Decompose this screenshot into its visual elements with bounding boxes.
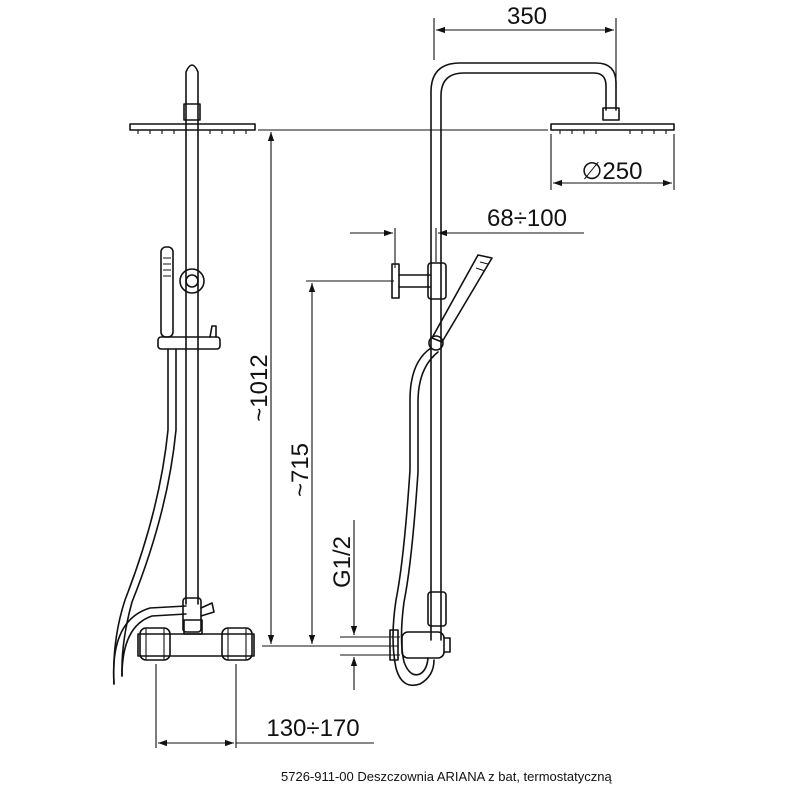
front-hose-elbow <box>112 605 187 685</box>
dim-250-label: ∅250 <box>582 158 643 185</box>
front-holder-knob <box>209 325 217 338</box>
dim-350-label: 350 <box>507 3 547 30</box>
front-diverter-knob <box>200 602 215 617</box>
dim-1012-label: ~1012 <box>246 354 273 421</box>
side-hand-shower <box>431 254 493 343</box>
front-mixer-handle-right <box>221 627 253 661</box>
side-hand-shower-lines <box>475 261 489 272</box>
front-mixer-handle-left <box>139 627 171 661</box>
side-mixer-wall-plate <box>389 629 399 661</box>
side-hose <box>392 347 439 687</box>
front-slider-ring <box>179 268 205 294</box>
dim-1012-extension-lines <box>258 129 548 647</box>
front-rain-head <box>129 123 256 131</box>
side-rain-head-nozzles <box>559 130 667 134</box>
dim-68-100-label: 68÷100 <box>487 205 567 232</box>
dim-130-170-extension-lines <box>155 664 237 748</box>
side-head-connector <box>602 107 620 121</box>
side-view <box>389 62 675 687</box>
front-holder-bar <box>157 336 221 350</box>
side-holder <box>428 335 444 351</box>
dim-68-100-extension-lines <box>394 228 437 268</box>
front-mixer-body <box>137 633 255 657</box>
side-rain-head <box>550 123 675 131</box>
front-rain-head-nozzles <box>137 130 247 134</box>
front-mixer-outlet <box>183 619 203 635</box>
front-head-connector <box>183 103 201 121</box>
dimensions: 350 ∅250 68÷100 ~1012 ~715 G1/2 130÷170 <box>155 3 675 748</box>
front-mixer-handle-grooves <box>145 628 247 660</box>
dim-g12-label: G1/2 <box>329 536 356 588</box>
side-mixer-stub <box>443 637 451 653</box>
dim-350-extension-lines <box>433 18 617 88</box>
dim-250-extension-lines <box>550 134 675 190</box>
front-hand-shower <box>160 246 174 338</box>
dim-g12-extension-lines <box>340 636 400 656</box>
front-slider-ring-inner <box>185 274 199 288</box>
side-diverter <box>427 591 447 627</box>
front-hand-shower-head-lines <box>163 257 171 277</box>
side-mixer <box>401 631 445 659</box>
side-wall-bracket-arm <box>398 274 431 288</box>
front-view <box>112 64 256 685</box>
dim-130-170-label: 130÷170 <box>266 715 359 742</box>
front-riser-pipe <box>185 64 199 605</box>
front-hose-outer <box>121 348 177 677</box>
product-caption: 5726-911-00 Deszczownia ARIANA z bat, te… <box>281 769 612 784</box>
side-slider <box>427 262 447 300</box>
dim-715-label: ~715 <box>287 443 314 497</box>
side-riser-and-arm <box>430 62 617 641</box>
front-diverter <box>182 597 202 633</box>
